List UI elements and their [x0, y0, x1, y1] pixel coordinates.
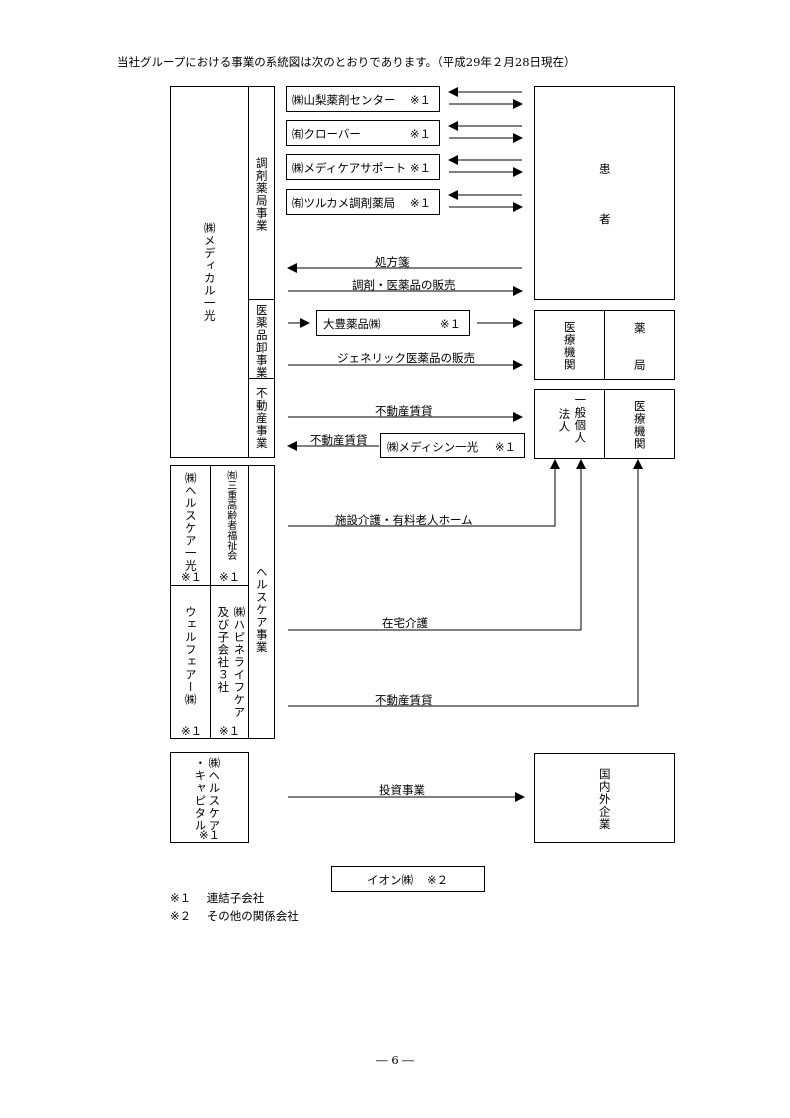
note-text: 連結子会社	[206, 891, 265, 905]
flow-label-realestate-lease: 不動産賃貸	[375, 693, 433, 707]
healthcare-capital-mark: ※１	[199, 828, 221, 842]
companies-label: 国内外企業	[597, 768, 612, 831]
sub-box-clover: ㈲クローバー ※１	[286, 120, 440, 146]
wholesale-division-box: 医薬品卸事業	[248, 299, 275, 379]
welfare-label: ウェルフェアー㈱	[183, 606, 198, 706]
note-mark: ※１	[170, 891, 192, 905]
flow-label-prescription: 処方箋	[375, 255, 410, 269]
happine-lifecare-label: ㈱ハピネライフケア	[232, 606, 247, 719]
happine-lifecare-box: ㈱ハピネライフケア 及び子会社３社 ※１	[210, 585, 249, 739]
dispensing-division-box: 調剤薬局事業	[248, 86, 275, 300]
domestic-foreign-companies-box: 国内外企業	[534, 753, 675, 843]
note-2: ※２ その他の関係会社	[170, 908, 299, 924]
sub-box-yamanashi: ㈱山梨薬剤センター ※１	[286, 86, 440, 112]
patient-label: 患	[599, 162, 611, 176]
patient-box: 患 者	[534, 86, 675, 300]
general-individual-label: 一般個人	[573, 394, 588, 444]
page-number: ― 6 ―	[376, 1053, 414, 1067]
healthcare-capital-label: ㈱ヘルスケア	[207, 757, 222, 832]
flow-label-home-care: 在宅介護	[382, 616, 428, 630]
healthcare-ikko-mark: ※１	[181, 570, 203, 584]
medical-institution-box: 医療機関	[534, 310, 605, 380]
welfare-box: ウェルフェアー㈱ ※１	[170, 585, 211, 739]
aeon-name: イオン㈱	[367, 873, 413, 887]
happine-subsidiaries-label: 及び子会社３社	[216, 606, 231, 694]
flow-label-dispense-sale: 調剤・医薬品の販売	[352, 278, 456, 292]
header-text: 当社グループにおける事業の系統図は次のとおりであります。（平成29年２月28日現…	[117, 55, 576, 69]
medical-institution-box-2: 医療機関	[604, 389, 675, 459]
pharmacy-label: 局	[634, 358, 646, 372]
sub-name: ㈲ツルカメ調剤薬局	[292, 196, 396, 210]
sub-name: ㈲クローバー	[292, 127, 361, 141]
note-text: その他の関係会社	[206, 909, 299, 923]
dispensing-division-label: 調剤薬局事業	[254, 157, 269, 232]
sub-name: ㈱山梨薬剤センター	[292, 93, 396, 107]
sanju-welfare-mark: ※１	[219, 570, 241, 584]
realestate-division-box: 不動産事業	[248, 378, 275, 458]
sub-name: ㈱メディケアサポート	[292, 161, 407, 175]
corporation-label: 法人	[557, 408, 572, 433]
arrow-line	[288, 459, 560, 527]
sub-box-tsurukame: ㈲ツルカメ調剤薬局 ※１	[286, 189, 440, 215]
medical-institution-label: 医療機関	[632, 400, 647, 450]
pharmacy-box: 薬 局	[604, 310, 675, 380]
aeon-mark: ※２	[427, 873, 449, 887]
healthcare-division-box: ヘルスケア事業	[248, 465, 275, 739]
medical-ikko-box: ㈱メディカル一光	[170, 86, 249, 458]
sub-mark: ※１	[409, 127, 431, 141]
sub-mark: ※１	[439, 317, 461, 331]
sub-name: 大豊薬品㈱	[323, 317, 381, 331]
note-1: ※１ 連結子会社	[170, 890, 264, 906]
pharmacy-label: 薬	[634, 321, 646, 335]
note-mark: ※２	[170, 909, 192, 923]
sub-mark: ※１	[409, 161, 431, 175]
realestate-division-label: 不動産事業	[254, 387, 269, 450]
flow-label-realestate-lease: 不動産賃貸	[375, 404, 433, 418]
sub-box-medicare-support: ㈱メディケアサポート ※１	[286, 154, 440, 180]
sub-mark: ※１	[409, 93, 431, 107]
happine-lifecare-mark: ※１	[219, 724, 241, 738]
sub-box-taiho: 大豊薬品㈱ ※１	[316, 310, 470, 336]
flow-label-realestate-lease: 不動産賃貸	[310, 433, 368, 447]
flow-label-generic-sale: ジェネリック医薬品の販売	[337, 351, 475, 365]
wholesale-division-label: 医薬品卸事業	[254, 304, 269, 379]
sanju-welfare-label: ㈲三重高齢者福祉会	[224, 470, 236, 560]
sub-mark: ※１	[494, 440, 516, 454]
patient-label: 者	[599, 212, 611, 226]
sub-box-medicine-ikko: ㈱メディシン一光 ※１	[380, 433, 525, 458]
flow-label-investment: 投資事業	[379, 783, 425, 797]
welfare-mark: ※１	[181, 724, 203, 738]
general-individual-box: 一般個人 法人	[534, 389, 605, 459]
medical-institution-label: 医療機関	[562, 321, 577, 371]
sanju-welfare-box: ㈲三重高齢者福祉会 ※１	[210, 465, 249, 586]
healthcare-capital-box: ㈱ヘルスケア ・キャピタル ※１	[170, 752, 249, 843]
flow-label-facility-care: 施設介護・有料老人ホーム	[335, 513, 473, 527]
healthcare-ikko-label: ㈱ヘルスケア一光	[183, 472, 198, 572]
healthcare-ikko-box: ㈱ヘルスケア一光 ※１	[170, 465, 211, 586]
healthcare-capital-label: ・キャピタル	[193, 757, 208, 832]
sub-name: ㈱メディシン一光	[387, 440, 479, 454]
sub-mark: ※１	[409, 196, 431, 210]
arrow-line	[288, 459, 643, 707]
healthcare-division-label: ヘルスケア事業	[254, 566, 269, 654]
medical-ikko-label: ㈱メディカル一光	[202, 222, 217, 322]
arrow-line	[288, 459, 586, 631]
aeon-box: イオン㈱ ※２	[331, 866, 485, 892]
